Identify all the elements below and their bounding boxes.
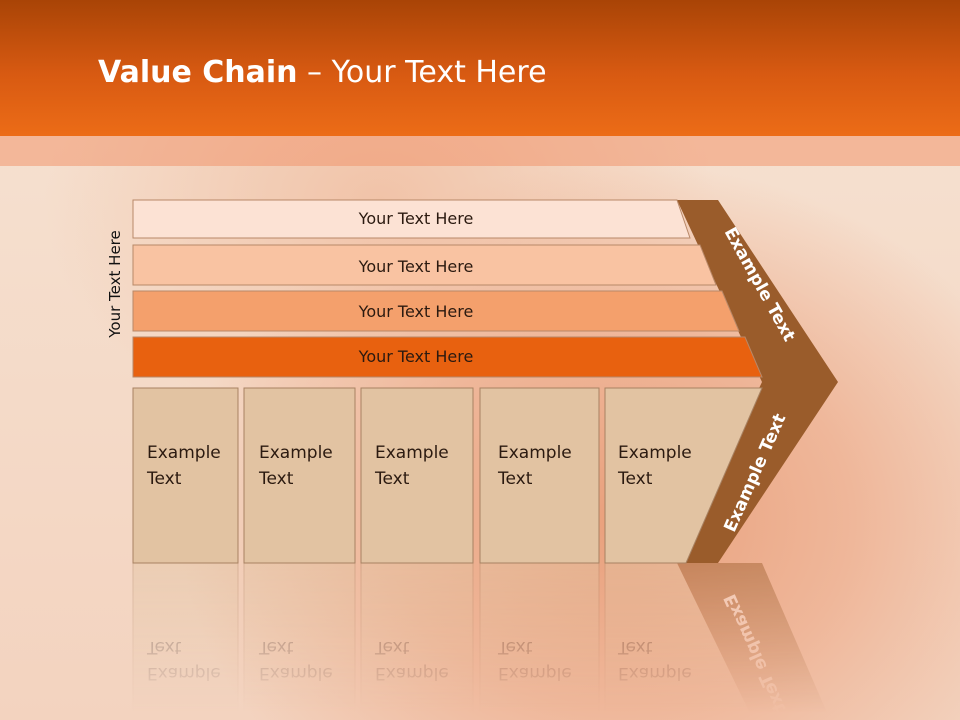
box-2-line1: Example [259, 443, 333, 463]
box-3: Example Text [360, 387, 474, 564]
svg-text:Text: Text [497, 637, 533, 657]
box-4-line2: Text [497, 469, 533, 489]
band-3-label: Your Text Here [358, 302, 474, 321]
box-5-line2: Text [617, 469, 653, 489]
svg-text:Example: Example [618, 663, 692, 683]
chevron-arrow [677, 200, 838, 563]
box-3-line2: Text [374, 469, 410, 489]
box-2-line2: Text [258, 469, 294, 489]
title-bold: Value Chain [98, 55, 298, 90]
svg-text:Text: Text [258, 637, 294, 657]
svg-text:Example: Example [375, 663, 449, 683]
box-3-line1: Example [375, 443, 449, 463]
svg-text:Text: Text [374, 637, 410, 657]
band-3: Your Text Here [132, 290, 740, 332]
box-4: Example Text [479, 387, 600, 564]
svg-text:Text: Text [617, 637, 653, 657]
band-4: Your Text Here [132, 336, 763, 378]
svg-text:Example: Example [147, 663, 221, 683]
svg-text:Example: Example [498, 663, 572, 683]
band-4-label: Your Text Here [358, 347, 474, 366]
page-title: Value Chain – Your Text Here [98, 55, 547, 90]
band-2: Your Text Here [132, 244, 717, 286]
title-rest: – Your Text Here [297, 55, 547, 90]
box-1: Example Text [132, 387, 239, 564]
box-4-line1: Example [498, 443, 572, 463]
box-1-line1: Example [147, 443, 221, 463]
svg-text:Text: Text [146, 637, 182, 657]
box-1-line2: Text [146, 469, 182, 489]
box-5-line1: Example [618, 443, 692, 463]
header-subband [0, 136, 960, 166]
header-bar [0, 0, 960, 136]
band-1: Your Text Here [132, 199, 691, 239]
box-5: Example Text [604, 387, 763, 564]
reflection: Example Text Example Text Example Text E… [132, 562, 831, 720]
box-2: Example Text [243, 387, 356, 564]
band-1-label: Your Text Here [358, 209, 474, 228]
band-2-label: Your Text Here [358, 257, 474, 276]
svg-text:Example: Example [259, 663, 333, 683]
